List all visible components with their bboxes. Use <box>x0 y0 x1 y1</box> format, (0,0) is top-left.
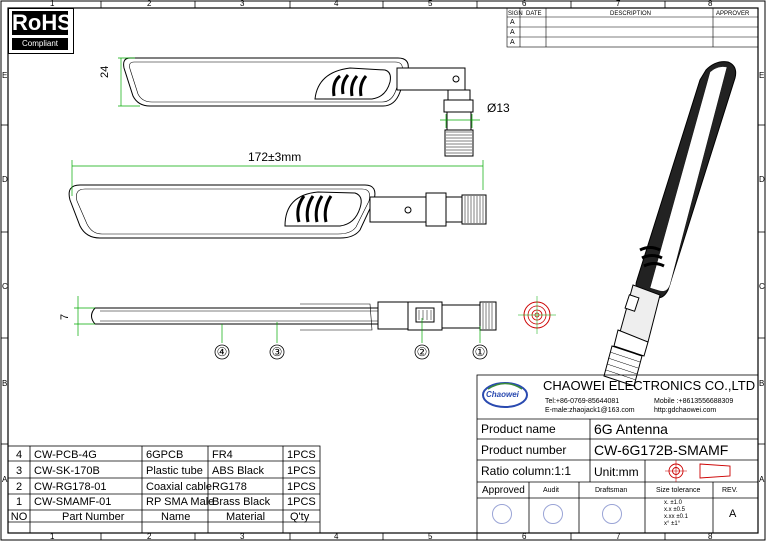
callout-1: ① <box>474 345 486 359</box>
bom-row-4-material: Brass Black <box>212 496 271 508</box>
product-name-value: 6G Antenna <box>594 421 668 437</box>
dimension-height: 24 <box>99 65 111 78</box>
ratio-label: Ratio column:1:1 <box>481 464 572 478</box>
grid-col-7: 7 <box>616 0 621 8</box>
dimension-thickness: 7 <box>59 313 71 320</box>
rohs-subtitle: Compliant <box>12 38 68 50</box>
draftsman-stamp <box>602 504 622 524</box>
grid-row-d: D <box>2 175 8 184</box>
bom-row-1-no: 4 <box>15 449 23 461</box>
grid-row-c: C <box>2 282 8 291</box>
grid-col-8: 8 <box>708 0 713 8</box>
bom-row-3-qty: 1PCS <box>287 481 316 493</box>
rohs-logo: RoHS Compliant <box>8 8 74 54</box>
bom-row-3-material: RG178 <box>212 481 247 493</box>
product-number-label: Product number <box>481 443 567 457</box>
unit-label: Unit:mm <box>594 465 639 479</box>
grid-col-1: 1 <box>50 0 55 8</box>
company-name: CHAOWEI ELECTRONICS CO.,LTD <box>543 378 756 393</box>
rev-sign-1: A <box>510 19 515 26</box>
dimension-diameter: Ø13 <box>487 101 510 115</box>
grid-col-3: 3 <box>240 0 245 8</box>
grid-row-a-right: A <box>759 475 765 484</box>
bom-row-4-part: CW-SMAMF-01 <box>34 496 112 508</box>
rev-label: REV. <box>722 487 738 494</box>
grid-row-d-right: D <box>759 175 765 184</box>
bom-header-name: Name <box>161 511 191 523</box>
rev-sign-3: A <box>510 39 515 46</box>
bom-row-4-no: 1 <box>15 496 23 508</box>
tolerance-2: x.x ±0.5 <box>664 507 685 513</box>
grid-col-1-bottom: 1 <box>50 532 55 541</box>
bom-header-qty: Q'ty <box>290 511 310 523</box>
audit-label: Audit <box>543 487 559 494</box>
grid-row-b-right: B <box>759 379 765 388</box>
company-logo-text: Chaowei <box>486 390 519 399</box>
bom-row-4-name: RP SMA Male <box>146 496 215 508</box>
size-tolerance-label: Size tolerance <box>656 487 701 494</box>
bom-header-part-number: Part Number <box>62 511 125 523</box>
draftsman-label: Draftsman <box>595 487 628 494</box>
bom-row-4-qty: 1PCS <box>287 496 316 508</box>
grid-row-a: A <box>2 475 8 484</box>
company-tel: Tel:+86-0769-85644081 <box>545 398 620 405</box>
grid-row-e: E <box>2 71 8 80</box>
bom-row-3-name: Coaxial cable <box>146 481 213 493</box>
rev-header-approver: APPROVER <box>716 11 750 17</box>
company-email: E-male:zhaojack1@163.com <box>545 407 635 414</box>
callout-4: ④ <box>216 345 228 359</box>
grid-col-5-bottom: 5 <box>428 532 433 541</box>
dimension-length: 172±3mm <box>248 150 302 164</box>
grid-row-c-right: C <box>759 282 765 291</box>
bom-row-2-qty: 1PCS <box>287 465 316 477</box>
rev-header-sign: SIGN <box>508 11 523 17</box>
bom-row-1-qty: 1PCS <box>287 449 316 461</box>
grid-col-2: 2 <box>147 0 152 8</box>
grid-col-6-bottom: 6 <box>522 532 527 541</box>
rev-sign-2: A <box>510 29 515 36</box>
bom-row-3-part: CW-RG178-01 <box>34 481 107 493</box>
grid-row-e-right: E <box>759 71 765 80</box>
audit-stamp <box>543 504 563 524</box>
product-number-value: CW-6G172B-SMAMF <box>594 442 729 458</box>
grid-row-b: B <box>2 379 8 388</box>
rev-header-date: DATE <box>526 11 542 17</box>
grid-col-5: 5 <box>428 0 433 8</box>
bom-row-1-material: FR4 <box>212 449 233 461</box>
grid-col-4-bottom: 4 <box>334 532 339 541</box>
callout-2: ② <box>416 345 428 359</box>
grid-col-2-bottom: 2 <box>147 532 152 541</box>
bom-row-2-part: CW-SK-170B <box>34 465 100 477</box>
approved-label: Approved <box>482 485 525 496</box>
company-web: http:gdchaowei.com <box>654 407 717 414</box>
product-name-label: Product name <box>481 422 556 436</box>
bom-header-no: NO <box>10 511 28 523</box>
company-mobile: Mobile :+8613556688309 <box>654 398 734 405</box>
bom-row-2-name: Plastic tube <box>146 465 203 477</box>
callout-3: ③ <box>271 345 283 359</box>
grid-col-3-bottom: 3 <box>240 532 245 541</box>
grid-col-8-bottom: 8 <box>708 532 713 541</box>
tolerance-3: x.xx ±0.1 <box>664 514 688 520</box>
tolerance-4: x° ±1° <box>664 521 681 527</box>
grid-col-7-bottom: 7 <box>616 532 621 541</box>
grid-col-4: 4 <box>334 0 339 8</box>
grid-col-6: 6 <box>522 0 527 8</box>
bom-row-2-material: ABS Black <box>212 465 264 477</box>
bom-header-material: Material <box>226 511 266 523</box>
bom-row-3-no: 2 <box>15 481 23 493</box>
bom-row-1-part: CW-PCB-4G <box>34 449 97 461</box>
approved-stamp <box>492 504 512 524</box>
bom-row-2-no: 3 <box>15 465 23 477</box>
rev-header-description: DESCRIPTION <box>610 11 652 17</box>
rohs-title: RoHS <box>12 10 72 35</box>
bom-row-1-name: 6GPCB <box>146 449 184 461</box>
rev-value: A <box>729 508 737 520</box>
tolerance-1: x. ±1.0 <box>664 500 682 506</box>
